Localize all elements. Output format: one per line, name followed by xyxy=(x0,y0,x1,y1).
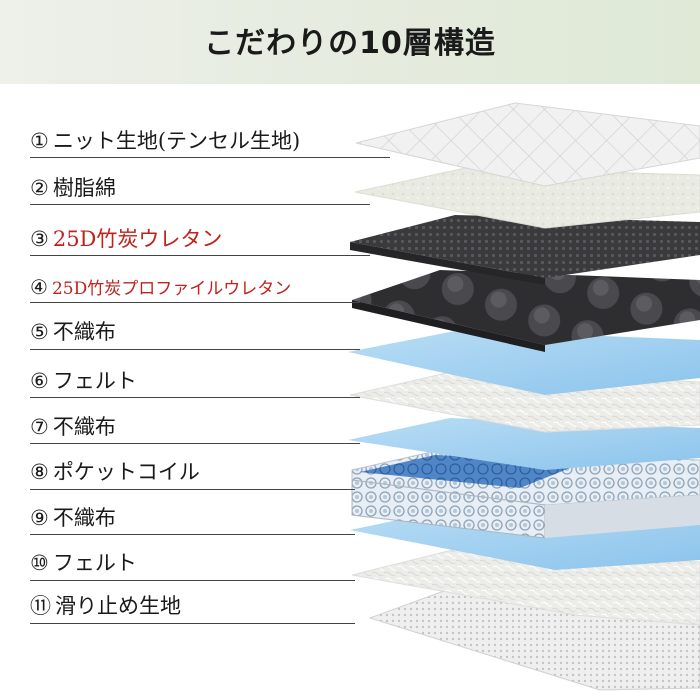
layer-2-resin-cotton xyxy=(354,167,700,229)
label-rule xyxy=(30,443,360,444)
layer-7-non-woven xyxy=(348,418,700,470)
layer-name: 不織布 xyxy=(52,320,116,344)
layer-number: ⑪ xyxy=(30,594,51,618)
page-title: こだわりの10層構造 xyxy=(204,26,496,61)
label-rule xyxy=(30,489,355,490)
layer-name: 不織布 xyxy=(52,506,116,530)
layer-number: ⑥ xyxy=(30,369,49,393)
layer-10-felt xyxy=(351,547,700,626)
layer-name: ポケットコイル xyxy=(52,460,200,484)
layer-number: ③ xyxy=(30,227,49,251)
label-rule xyxy=(30,534,355,535)
layer-number: ① xyxy=(30,129,49,153)
label-rule xyxy=(30,623,355,624)
layer-number: ⑤ xyxy=(30,320,49,344)
label-rule xyxy=(30,397,360,398)
layer-name: 滑り止め生地 xyxy=(55,594,181,618)
layer-name: 25D竹炭ウレタン xyxy=(52,227,223,251)
layer-number: ② xyxy=(30,176,49,200)
layer-number: ⑨ xyxy=(30,506,49,530)
label-rule xyxy=(30,349,360,350)
label-rule xyxy=(30,157,390,158)
header-banner xyxy=(0,0,700,84)
layer-3-charcoal-urethane xyxy=(350,215,700,285)
layer-4-profile-urethane xyxy=(352,270,700,352)
label-rule xyxy=(30,255,370,256)
layer-number: ⑩ xyxy=(30,551,49,575)
layer-name: ニット生地(テンセル生地) xyxy=(52,129,301,153)
label-rule xyxy=(30,580,355,581)
layer-5-non-woven xyxy=(348,330,700,395)
layer-1-knit-fabric xyxy=(355,102,700,187)
layer-name: 樹脂綿 xyxy=(52,176,116,200)
layer-name: フェルト xyxy=(52,551,137,575)
layer-number: ④ xyxy=(30,275,48,299)
layer-name: 25D竹炭プロファイルウレタン xyxy=(51,279,292,299)
layer-number: ⑧ xyxy=(30,460,49,484)
label-rule xyxy=(30,302,360,303)
layer-name: 不織布 xyxy=(52,415,116,439)
layer-number: ⑦ xyxy=(30,415,49,439)
label-rule xyxy=(30,204,370,205)
layer-name: フェルト xyxy=(52,369,137,393)
